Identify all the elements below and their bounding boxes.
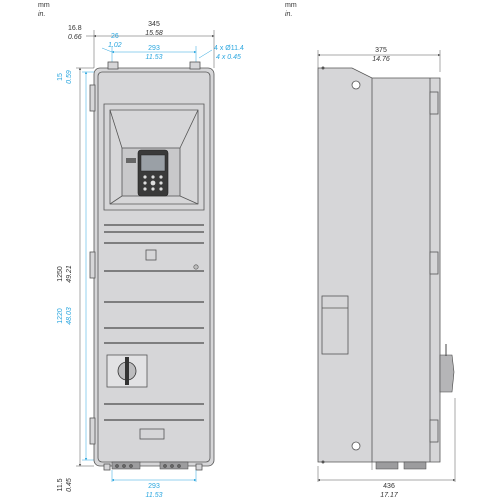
dim-hole-offset-mm: 26: [111, 33, 119, 40]
dim-hole-offset-line: [101, 47, 113, 53]
side-hinge-top: [429, 91, 439, 115]
side-handle-protrusion: [439, 354, 455, 393]
cabinet-front-frame: [97, 71, 211, 463]
ventilation-slots: [104, 224, 204, 421]
keypad-bezel-outer: [103, 103, 205, 211]
dim-hole-spacing-vertical-in: 48.03: [66, 307, 73, 325]
cabinet-side-body: [317, 67, 441, 463]
dim-depth-top-mm: 375: [375, 47, 387, 54]
dim-depth-bottom-in: 17.17: [380, 492, 399, 499]
indicator-window: [145, 249, 157, 261]
mount-lug-bottom-right: [195, 463, 203, 471]
keypad-bezel-bevel: [109, 109, 199, 205]
dim-holes-in: 4 x 0.45: [216, 54, 241, 61]
side-hinge-middle: [429, 251, 439, 275]
hinge-left-top: [89, 84, 96, 112]
dim-hole-spacing-bottom-in: 11.53: [146, 492, 163, 499]
dim-height-total-in: 49.21: [66, 265, 73, 283]
dim-hole-offset-in: 1.02: [108, 42, 122, 49]
dim-bottom-offset-in: 0.45: [66, 478, 73, 492]
mount-lug-top-left: [107, 61, 119, 70]
dim-depth-top-in: 14.76: [372, 56, 390, 63]
disconnect-switch-lever: [125, 357, 129, 385]
dim-holes-mm: 4 x Ø11.4: [214, 45, 244, 52]
dim-height-total-mm: 1250: [57, 266, 64, 282]
unit-mm-front: mm: [38, 2, 50, 9]
keypad-display: [140, 154, 166, 172]
dim-left-offset-mm: 16.8: [68, 25, 82, 32]
mount-lug-top-right: [189, 61, 201, 70]
unit-mm-side: mm: [285, 2, 297, 9]
dim-hole-spacing-bottom-mm: 293: [148, 483, 160, 490]
unit-in-front: in.: [38, 11, 45, 18]
dim-top-offset-mm: 15: [57, 73, 64, 81]
side-cable-glands: [375, 461, 427, 470]
keypad-latch: [126, 158, 136, 163]
dim-hole-spacing-top-mm: 293: [148, 45, 160, 52]
corner-screw-top: [321, 66, 325, 70]
lifting-eye-top: [351, 80, 361, 90]
status-lamp: [193, 264, 199, 270]
dim-left-offset-in: 0.66: [68, 34, 82, 41]
lifting-eye-bottom: [351, 441, 361, 451]
dim-width-total-mm: 345: [148, 21, 160, 28]
dim-top-offset-in: 0.59: [66, 70, 73, 84]
side-handle-cover: [321, 295, 349, 355]
front-view: 345 15.58 16.8 0.66 26 1.02 293 11.53 4 …: [57, 21, 244, 499]
side-hinge-bottom: [429, 419, 439, 443]
dim-bottom-offset-mm: 11.5: [57, 478, 64, 491]
mount-lug-bottom-left: [103, 463, 111, 471]
dim-width-total-in: 15.58: [145, 30, 163, 37]
dim-hole-spacing-top-in: 11.53: [146, 54, 163, 61]
dim-depth-bottom-mm: 436: [383, 483, 395, 490]
unit-in-side: in.: [285, 11, 292, 18]
corner-screw-bottom: [321, 460, 325, 464]
hinge-left-bottom: [89, 417, 96, 445]
hinge-left-middle: [89, 251, 96, 279]
keypad-buttons: [143, 175, 163, 191]
cable-glands-bottom: [111, 461, 189, 470]
dim-hole-spacing-vertical-mm: 1220: [57, 308, 64, 324]
hole-leader-line: [198, 49, 213, 59]
nameplate: [139, 428, 165, 440]
side-view: 375 14.76 436 17.17: [317, 47, 456, 499]
